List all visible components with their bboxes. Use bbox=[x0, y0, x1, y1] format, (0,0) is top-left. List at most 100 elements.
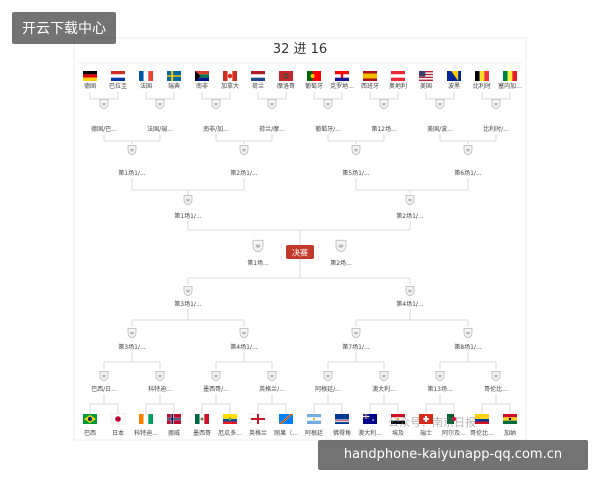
match-shield-icon[interactable] bbox=[323, 371, 333, 382]
match-label: 第1场1/... bbox=[174, 212, 201, 220]
match-label: 比利时/... bbox=[483, 125, 509, 133]
match-shield-icon[interactable] bbox=[379, 99, 389, 110]
team-name: 阿根廷 bbox=[305, 429, 323, 437]
site-badge: 开云下载中心 bbox=[12, 12, 116, 44]
croatia-flag-icon bbox=[335, 71, 349, 81]
match-shield-icon[interactable] bbox=[491, 99, 501, 110]
match-shield-icon[interactable] bbox=[405, 286, 415, 297]
match-label: 第4场1/... bbox=[396, 300, 423, 308]
match-shield-icon[interactable] bbox=[351, 328, 361, 339]
match-shield-icon[interactable] bbox=[239, 328, 249, 339]
match-shield-icon[interactable] bbox=[267, 99, 277, 110]
final-label: 决赛 bbox=[292, 248, 308, 258]
match-label: 第7场1/... bbox=[342, 343, 369, 351]
team-name: 德国 bbox=[84, 82, 96, 90]
germany-flag-icon bbox=[83, 71, 97, 81]
match-shield-icon[interactable] bbox=[211, 371, 221, 382]
spain-flag-icon bbox=[363, 71, 377, 81]
match-label: 第2场1/... bbox=[396, 212, 423, 220]
team-name: 比利时 bbox=[473, 82, 491, 90]
final-left-shield-icon[interactable] bbox=[252, 239, 264, 253]
match-shield-icon[interactable] bbox=[155, 99, 165, 110]
match-label: 第4场1/... bbox=[230, 343, 257, 351]
team-name: 埃及 bbox=[392, 429, 404, 437]
match-label: 科特迪... bbox=[148, 385, 172, 393]
match-shield-icon[interactable] bbox=[405, 195, 415, 206]
match-shield-icon[interactable] bbox=[99, 371, 109, 382]
match-shield-icon[interactable] bbox=[351, 145, 361, 156]
ivory-coast-flag-icon bbox=[139, 414, 153, 424]
match-shield-icon[interactable] bbox=[463, 145, 473, 156]
team-name: 瑞典 bbox=[168, 82, 180, 90]
match-label: 第12场... bbox=[371, 125, 396, 133]
final-right-shield-icon[interactable] bbox=[335, 239, 347, 253]
bracket-nodes: 德国巴拉圭法国瑞典南非加拿大荷兰摩洛哥葡萄牙克罗地...西班牙奥地利美国波黑比利… bbox=[83, 71, 522, 437]
south-africa-flag-icon bbox=[195, 71, 209, 81]
argentina-flag-icon bbox=[307, 414, 321, 424]
final-left-label: 第1场... bbox=[247, 259, 269, 267]
ecuador-flag-icon bbox=[223, 414, 237, 424]
match-shield-icon[interactable] bbox=[491, 371, 501, 382]
match-shield-icon[interactable] bbox=[323, 99, 333, 110]
switzerland-flag-icon bbox=[419, 414, 433, 424]
team-name: 瑞士 bbox=[420, 429, 432, 437]
team-name: 波黑 bbox=[448, 82, 460, 90]
match-label: 墨西哥/... bbox=[203, 386, 229, 393]
usa-flag-icon bbox=[419, 71, 433, 81]
match-shield-icon[interactable] bbox=[463, 328, 473, 339]
watermark: 公众号：南京日报 bbox=[388, 416, 476, 429]
match-shield-icon[interactable] bbox=[379, 371, 389, 382]
team-name: 葡萄牙 bbox=[305, 82, 323, 90]
team-name: 美国 bbox=[420, 82, 432, 90]
mexico-flag-icon bbox=[195, 414, 209, 424]
colombia-flag-icon bbox=[475, 414, 489, 424]
match-label: 第13场... bbox=[427, 385, 452, 393]
match-shield-icon[interactable] bbox=[127, 145, 137, 156]
match-label: 第5场1/... bbox=[342, 169, 369, 177]
bosnia-flag-icon bbox=[447, 71, 461, 81]
match-shield-icon[interactable] bbox=[155, 371, 165, 382]
team-name: 哥伦比... bbox=[470, 429, 494, 437]
ghana-flag-icon bbox=[503, 414, 517, 424]
norway-flag-icon bbox=[167, 414, 181, 424]
match-label: 第3场1/... bbox=[118, 343, 145, 351]
match-shield-icon[interactable] bbox=[435, 99, 445, 110]
match-label: 第1场1/... bbox=[118, 169, 145, 177]
cape-verde-flag-icon bbox=[335, 414, 349, 424]
team-name: 塞内加... bbox=[498, 82, 522, 90]
team-name: 西班牙 bbox=[361, 82, 379, 90]
bracket-title: 32 进 16 bbox=[273, 42, 327, 57]
match-shield-icon[interactable] bbox=[127, 328, 137, 339]
match-shield-icon[interactable] bbox=[99, 99, 109, 110]
team-name: 刚果（... bbox=[274, 429, 298, 437]
team-name: 厄瓜多... bbox=[218, 429, 242, 437]
match-shield-icon[interactable] bbox=[267, 371, 277, 382]
team-name: 科特迪... bbox=[134, 429, 158, 437]
match-label: 巴西/日... bbox=[91, 386, 117, 393]
dr-congo-flag-icon bbox=[279, 414, 293, 424]
team-name: 英格兰 bbox=[249, 429, 267, 437]
austria-flag-icon bbox=[391, 71, 405, 81]
match-label: 法国/瑞... bbox=[147, 125, 173, 133]
team-name: 法国 bbox=[140, 82, 152, 90]
final-badge[interactable]: 决赛 bbox=[286, 245, 314, 259]
match-shield-icon[interactable] bbox=[183, 195, 193, 206]
team-name: 巴西 bbox=[84, 430, 96, 437]
match-shield-icon[interactable] bbox=[211, 99, 221, 110]
match-label: 荷兰/摩... bbox=[259, 125, 285, 133]
match-label: 澳大利... bbox=[372, 385, 396, 393]
paraguay-flag-icon bbox=[111, 71, 125, 81]
match-label: 第2场1/... bbox=[230, 169, 257, 177]
match-label: 德国/巴... bbox=[91, 125, 117, 133]
match-label: 南非/加... bbox=[203, 125, 229, 133]
match-shield-icon[interactable] bbox=[183, 286, 193, 297]
match-label: 第6场1/... bbox=[454, 169, 481, 177]
team-name: 奥地利 bbox=[389, 82, 407, 90]
australia-flag-icon bbox=[363, 414, 377, 424]
team-name: 荷兰 bbox=[252, 82, 264, 90]
match-label: 葡萄牙/... bbox=[315, 125, 341, 133]
match-shield-icon[interactable] bbox=[435, 371, 445, 382]
portugal-flag-icon bbox=[307, 71, 321, 81]
match-shield-icon[interactable] bbox=[239, 145, 249, 156]
team-name: 挪威 bbox=[168, 429, 180, 437]
